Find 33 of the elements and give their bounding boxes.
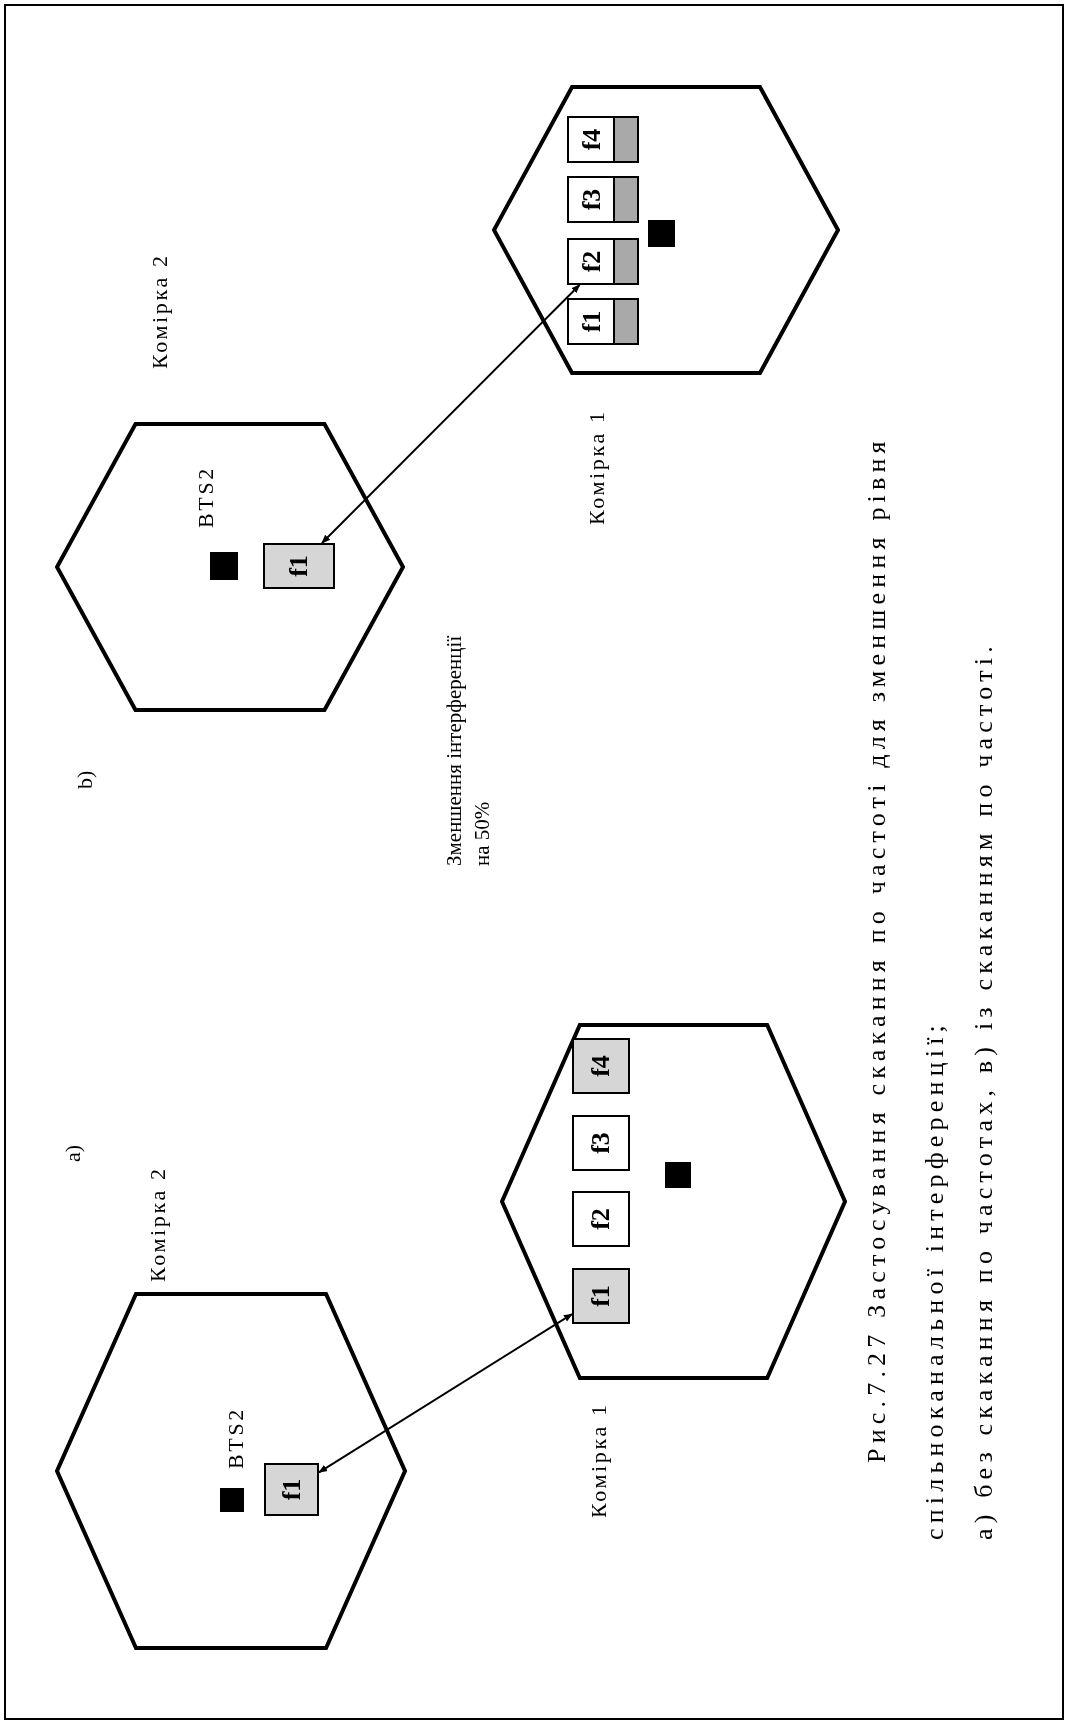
frequency-box (567, 238, 639, 285)
double-arrow (320, 284, 581, 544)
frequency-label: f2 (586, 1207, 616, 1232)
frequency-box (264, 1463, 319, 1516)
panel-label: a) (59, 1143, 86, 1162)
frequency-label: f2 (577, 249, 607, 275)
frequency-box (263, 543, 335, 589)
note-text: Зменшення інтерференції на 50% (441, 634, 495, 866)
station-label: BTS2 (222, 1407, 249, 1469)
frequency-label: f1 (586, 1284, 616, 1309)
frequency-label: f3 (586, 1131, 616, 1156)
frequency-box (572, 1268, 630, 1324)
caption-text: Рис.7.27 Застосування скакання по частоті для зменшення рівня спільноканальної інтерференції; (861, 435, 950, 1540)
caption-text: а) без скакання по частотах, в) із скаканням по частоті. (968, 640, 999, 1540)
frequency-box (567, 116, 639, 163)
cell-label: Комірка 2 (146, 253, 173, 369)
cell-label: Комірка 1 (585, 1402, 612, 1518)
frequency-box (572, 1115, 630, 1171)
frequency-label: f1 (284, 554, 314, 579)
frequency-box (567, 176, 639, 223)
frequency-box (572, 1191, 630, 1247)
cell-label: Комірка 2 (144, 1166, 171, 1282)
station-label: BTS2 (192, 466, 219, 528)
panel-label: b) (71, 769, 98, 789)
frequency-label: f1 (276, 1477, 307, 1503)
frequency-label: f4 (586, 1054, 616, 1079)
frequency-box (567, 298, 639, 345)
frequency-label: f4 (577, 127, 607, 153)
frequency-label: f3 (577, 187, 607, 213)
cell-label: Комірка 1 (583, 409, 610, 525)
frequency-box (572, 1038, 630, 1094)
frequency-label: f1 (577, 309, 607, 335)
double-arrow (318, 1313, 573, 1474)
